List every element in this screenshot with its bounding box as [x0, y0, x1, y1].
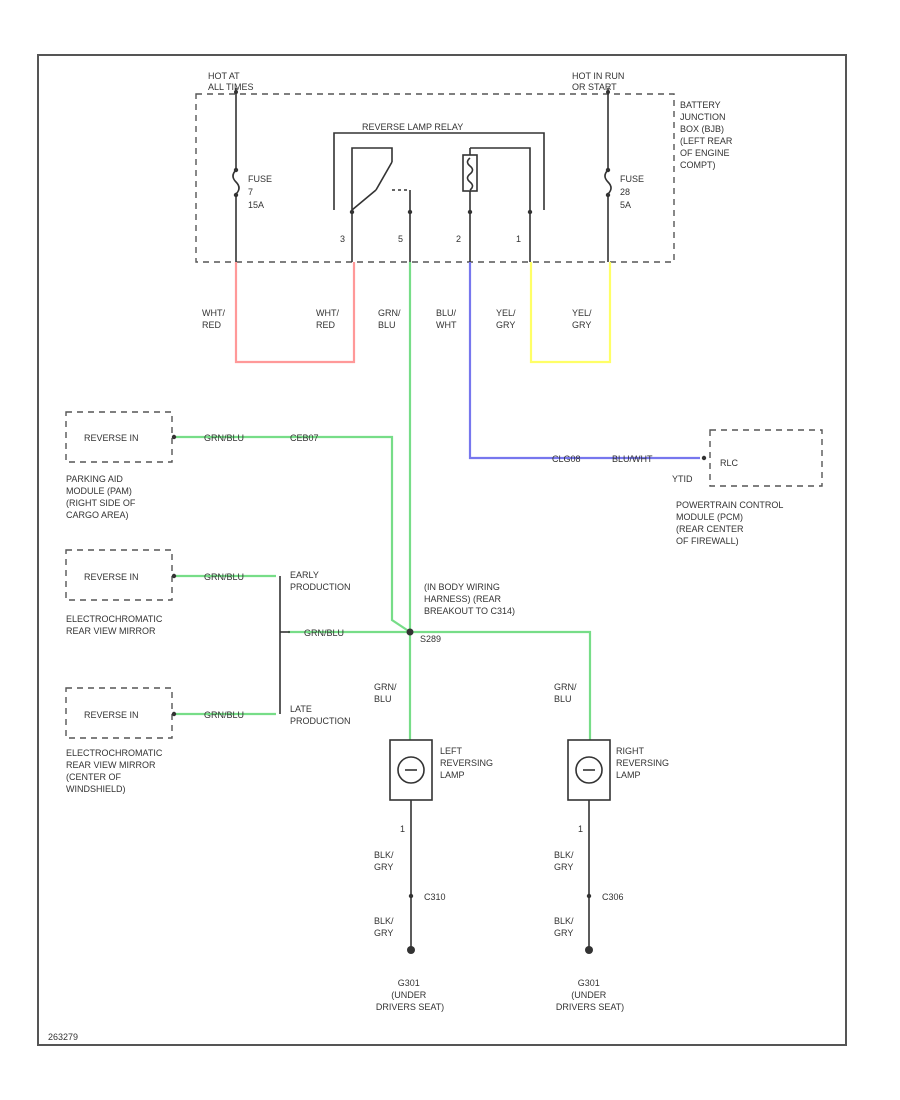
splice-id: S289 [420, 634, 441, 644]
left-gnd-wire-2: BLK/GRY [374, 916, 394, 938]
left-lamp-label: LEFT REVERSING LAMP [440, 746, 496, 780]
wire-label-grn-blu-main: GRN/BLU [378, 308, 401, 330]
mirror-late-box [65, 687, 173, 739]
pcm-pin-label: YTID [672, 474, 693, 484]
blue-wire [468, 262, 700, 460]
mirror-late-label: ELECTROCHROMATIC REAR VIEW MIRROR (CENTE… [66, 748, 165, 794]
right-gnd-wire-2: BLK/GRY [554, 916, 574, 938]
yellow-wire [529, 262, 612, 364]
left-lamp-pin: 1 [400, 824, 405, 834]
ground-wires [407, 800, 593, 954]
mirror-early-box-label: REVERSE IN [84, 572, 139, 582]
right-ground-label: G301 (UNDER DRIVERS SEAT) [556, 978, 624, 1012]
mirror-late-box-label: REVERSE IN [84, 710, 139, 720]
wire-label-blu-wht: BLU/WHT [436, 308, 457, 330]
mirror-early-wire-color: GRN/BLU [204, 572, 244, 582]
pam-wire-circuit: CEB07 [290, 433, 319, 443]
right-lamp-label: RIGHT REVERSING LAMP [616, 746, 672, 780]
right-gnd-wire-1: BLK/GRY [554, 850, 574, 872]
splice-label: (IN BODY WIRING HARNESS) (REAR BREAKOUT … [424, 582, 515, 616]
wire-label-yel-gry-1: YEL/GRY [496, 308, 516, 330]
pcm-box-label: RLC [720, 458, 739, 468]
colored-wires [176, 262, 700, 740]
right-lamp-pin: 1 [578, 824, 583, 834]
power-feeds [234, 88, 610, 262]
mirror-early-box [65, 549, 173, 601]
pam-module-label: PARKING AID MODULE (PAM) (RIGHT SIDE OF … [66, 474, 138, 520]
splice-wire-color: GRN/BLU [304, 628, 344, 638]
wire-label-wht-red-2: WHT/RED [316, 308, 339, 330]
green-wire-splice [288, 630, 592, 740]
left-ground-label: G301 (UNDER DRIVERS SEAT) [376, 978, 444, 1012]
wire-label-wht-red-1: WHT/RED [202, 308, 225, 330]
pam-wire-color: GRN/BLU [204, 433, 244, 443]
red-wire [234, 262, 356, 364]
fuse-1 [232, 167, 240, 198]
left-lamp-feed-label: GRN/BLU [374, 682, 397, 704]
relay-pin-1: 1 [516, 234, 521, 244]
right-connector: C306 [602, 892, 624, 902]
junction-box-outline [195, 93, 675, 263]
pam-module-box [65, 411, 173, 463]
pam-box-label: REVERSE IN [84, 433, 139, 443]
mirror-late-wire-color: GRN/BLU [204, 710, 244, 720]
footer-code: 263279 [48, 1032, 78, 1042]
relay-pin-3: 3 [340, 234, 345, 244]
relay-pin-2: 2 [456, 234, 461, 244]
right-lamp-feed-label: GRN/BLU [554, 682, 577, 704]
junction-box-label: BATTERY JUNCTION BOX (BJB) (LEFT REAR OF… [680, 100, 735, 170]
diagram-frame [37, 54, 847, 1046]
reverse-lamp-relay [333, 132, 545, 262]
pcm-wire-color: BLU/WHT [612, 454, 653, 464]
pcm-module-box [709, 429, 823, 487]
mirror-wires [176, 574, 290, 716]
fuse-2 [604, 167, 612, 198]
left-gnd-wire-1: BLK/GRY [374, 850, 394, 872]
wire-label-yel-gry-2: YEL/GRY [572, 308, 592, 330]
relay-title: REVERSE LAMP RELAY [362, 122, 463, 132]
pcm-wire-label: CLG08 [552, 454, 581, 464]
right-reversing-lamp [567, 739, 611, 801]
pcm-module-label: POWERTRAIN CONTROL MODULE (PCM) (REAR CE… [676, 500, 786, 546]
splice-s289 [406, 628, 414, 636]
left-reversing-lamp [389, 739, 433, 801]
relay-pin-5: 5 [398, 234, 403, 244]
green-wire-pam [176, 435, 411, 633]
left-connector: C310 [424, 892, 446, 902]
